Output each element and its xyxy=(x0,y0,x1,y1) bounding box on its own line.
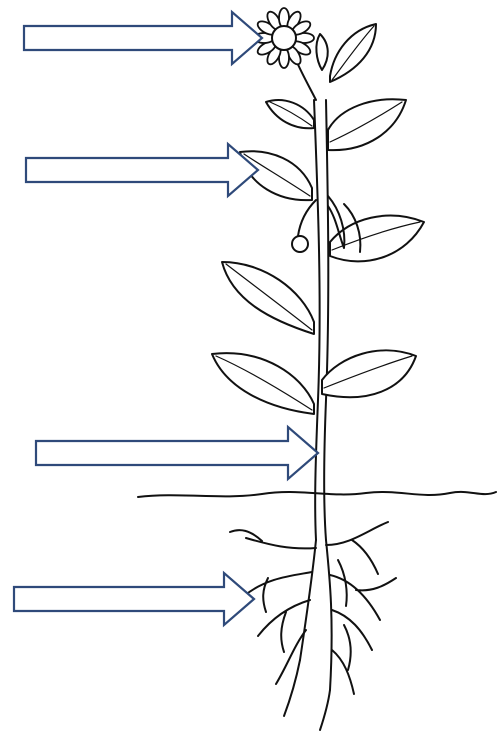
ground-line xyxy=(138,492,496,497)
leaf xyxy=(330,24,376,82)
arrow-to-flower xyxy=(24,12,262,64)
leaf xyxy=(322,350,416,397)
stem xyxy=(314,100,328,540)
arrow-to-stem xyxy=(36,427,318,479)
leaf xyxy=(266,100,314,128)
root-system xyxy=(230,522,396,730)
arrow-to-leaf xyxy=(26,144,258,196)
flower xyxy=(254,8,316,100)
flower-center xyxy=(272,26,296,50)
leaf xyxy=(212,353,314,414)
arrow-to-root xyxy=(14,573,254,625)
bud xyxy=(292,236,308,252)
leaf xyxy=(328,99,406,150)
leaf xyxy=(222,262,314,334)
